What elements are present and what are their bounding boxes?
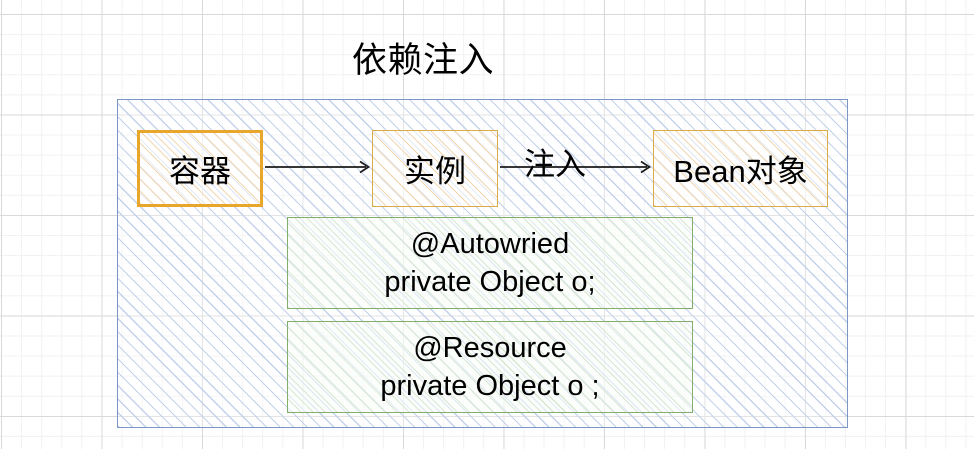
flow-box-bean-object-label: Bean对象 xyxy=(673,154,808,189)
flow-box-instance[interactable]: 实例 xyxy=(372,130,498,207)
annotation-box-autowired[interactable]: @Autowried private Object o; xyxy=(287,217,693,309)
annotation-autowired-line1: @Autowried xyxy=(410,228,570,260)
flow-box-container-label: 容器 xyxy=(169,154,231,189)
flow-box-container[interactable]: 容器 xyxy=(137,130,263,207)
annotation-autowired-line2: private Object o; xyxy=(384,266,596,298)
flow-box-bean-object[interactable]: Bean对象 xyxy=(653,130,828,207)
annotation-box-resource[interactable]: @Resource private Object o ; xyxy=(287,321,693,413)
flow-box-instance-label: 实例 xyxy=(404,154,466,189)
annotation-resource-line2: private Object o ; xyxy=(380,370,600,402)
diagram-title: 依赖注入 xyxy=(352,41,495,80)
arrow-label-inject: 注入 xyxy=(524,147,586,182)
annotation-resource-line1: @Resource xyxy=(413,332,567,364)
